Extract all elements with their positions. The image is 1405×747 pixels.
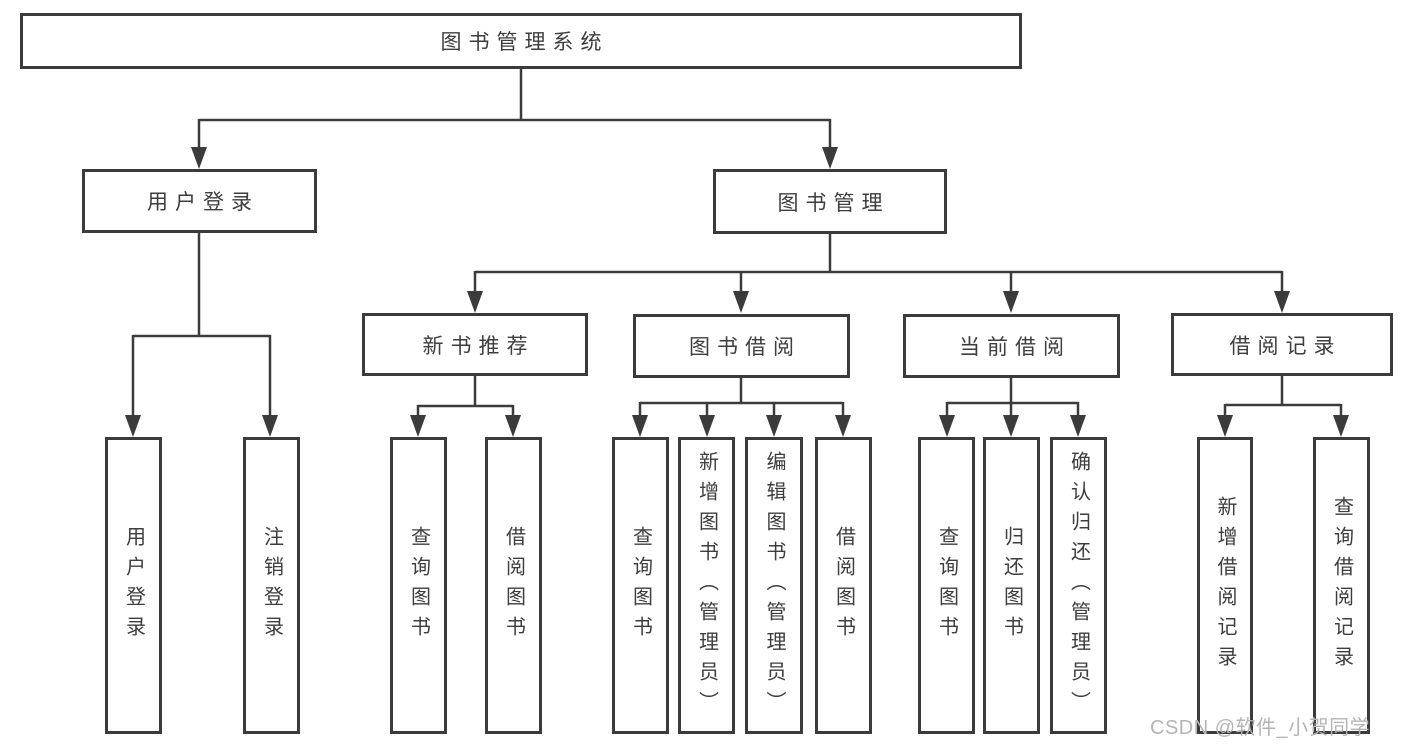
leaf-current-return-books-label: 归还图书 — [1000, 525, 1023, 646]
leaf-newbook-search-books-label: 查询图书 — [407, 525, 430, 646]
leaf-current-search-books: 查询图书 — [918, 437, 975, 734]
leaf-current-return-books: 归还图书 — [983, 437, 1040, 734]
node-book-borrowing-label: 图书借阅 — [689, 336, 801, 359]
node-system-root: 图书管理系统 — [20, 13, 1022, 69]
csdn-watermark: CSDN @软件_小贺同学 — [1150, 717, 1371, 739]
leaf-records-search-borrow-record-label: 查询借阅记录 — [1330, 495, 1353, 676]
leaf-records-search-borrow-record: 查询借阅记录 — [1313, 437, 1370, 734]
leaf-current-search-books-label: 查询图书 — [935, 525, 958, 646]
leaf-borrowing-search-books: 查询图书 — [612, 437, 669, 734]
node-current-borrowing: 当前借阅 — [903, 314, 1120, 378]
leaf-records-add-borrow-record-label: 新增借阅记录 — [1214, 495, 1236, 676]
leaf-current-confirm-return-admin-label: 确认归还（管理员） — [1067, 450, 1090, 721]
node-new-book-recommendation-label: 新书推荐 — [422, 334, 535, 358]
leaf-newbook-search-books: 查询图书 — [390, 437, 447, 734]
node-current-borrowing-label: 当前借阅 — [959, 336, 1071, 359]
leaf-login-user-login-label: 用户登录 — [122, 525, 145, 646]
node-user-login-label: 用户登录 — [147, 191, 259, 214]
leaf-newbook-borrow-books-label: 借阅图书 — [502, 525, 525, 646]
node-book-management-label: 图书管理 — [777, 191, 890, 215]
node-new-book-recommendation: 新书推荐 — [362, 313, 588, 376]
node-book-borrowing: 图书借阅 — [633, 314, 850, 378]
leaf-current-confirm-return-admin: 确认归还（管理员） — [1050, 437, 1107, 734]
leaf-login-logout-label: 注销登录 — [260, 525, 283, 646]
leaf-login-user-login: 用户登录 — [105, 437, 162, 734]
leaf-borrowing-borrow-books-label: 借阅图书 — [832, 525, 855, 646]
node-borrowing-records-label: 借阅记录 — [1229, 334, 1342, 358]
node-book-management: 图书管理 — [713, 169, 947, 234]
node-user-login: 用户登录 — [82, 169, 317, 233]
leaf-newbook-borrow-books: 借阅图书 — [485, 437, 542, 734]
leaf-borrowing-edit-books-admin: 编辑图书（管理员） — [745, 437, 803, 734]
leaf-borrowing-search-books-label: 查询图书 — [629, 525, 652, 646]
node-borrowing-records: 借阅记录 — [1171, 313, 1393, 376]
node-system-root-label: 图书管理系统 — [440, 31, 609, 54]
leaf-records-add-borrow-record: 新增借阅记录 — [1197, 437, 1253, 734]
leaf-borrowing-borrow-books: 借阅图书 — [815, 437, 872, 734]
leaf-borrowing-add-books-admin-label: 新增图书（管理员） — [695, 450, 718, 721]
leaf-borrowing-edit-books-admin-label: 编辑图书（管理员） — [763, 450, 785, 721]
leaf-borrowing-add-books-admin: 新增图书（管理员） — [678, 437, 735, 734]
leaf-login-logout: 注销登录 — [243, 437, 300, 734]
